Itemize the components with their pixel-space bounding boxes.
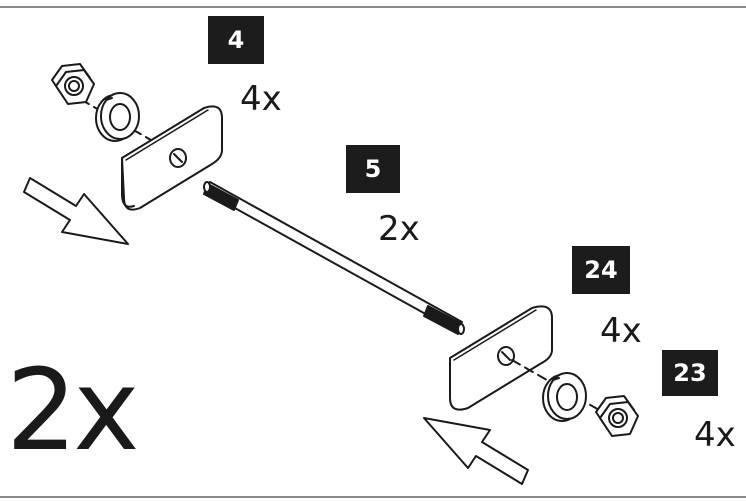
clamp-plate-upper-icon — [121, 105, 223, 211]
hex-nut-icon — [595, 395, 639, 437]
part-number-badge: 4 — [208, 16, 264, 64]
top-divider — [0, 6, 746, 8]
part-quantity-label: 4x — [240, 79, 282, 119]
part-number-badge: 23 — [662, 350, 718, 396]
part-quantity-label: 2x — [378, 209, 420, 249]
threaded-rod-icon — [203, 181, 465, 335]
part-quantity-label: 4x — [694, 415, 736, 455]
insertion-arrow-left-icon — [423, 417, 529, 485]
bottom-divider — [0, 496, 746, 498]
lock-washer-icon — [95, 92, 140, 142]
clamp-plate-lower-icon — [449, 305, 553, 411]
part-number-badge: 5 — [346, 145, 400, 193]
lock-washer-icon — [542, 372, 587, 422]
part-number-badge: 24 — [572, 246, 630, 294]
assembly-quantity-label: 2x — [6, 346, 140, 476]
hex-nut-icon — [51, 63, 95, 105]
insertion-arrow-right-icon — [23, 177, 129, 245]
part-quantity-label: 4x — [600, 311, 642, 351]
